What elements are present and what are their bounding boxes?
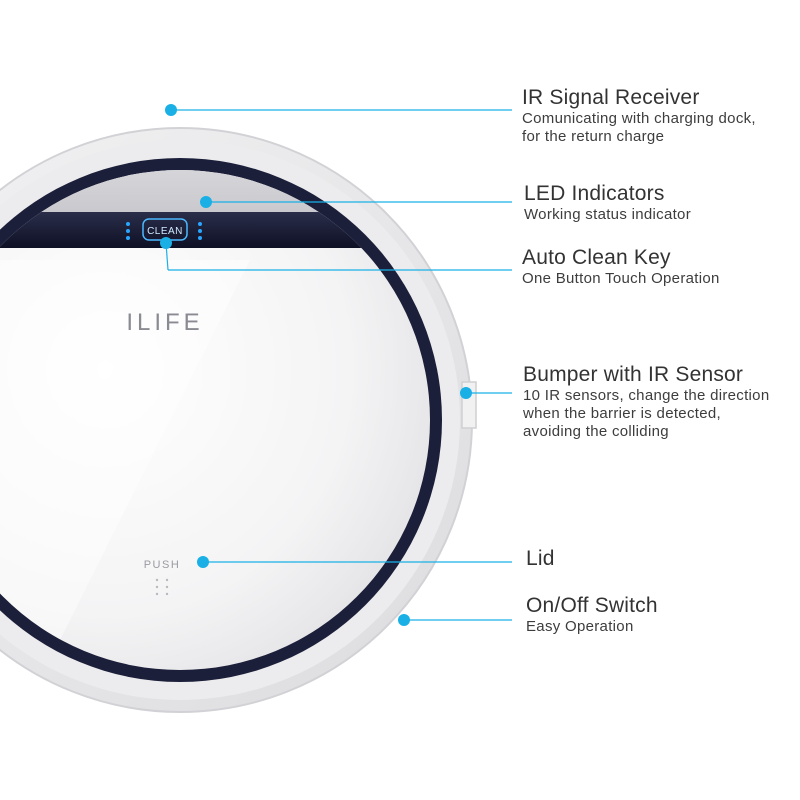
callout-ir-receiver: IR Signal Receiver Comunicating with cha… xyxy=(522,86,756,146)
callout-desc-line: avoiding the colliding xyxy=(523,423,669,440)
callout-desc-line: Working status indicator xyxy=(524,206,691,223)
callout-title: LED Indicators xyxy=(524,182,665,205)
callout-desc-line: 10 IR sensors, change the direction xyxy=(523,387,770,404)
callout-desc-line: Comunicating with charging dock, xyxy=(522,110,756,127)
callout-desc-line: for the return charge xyxy=(522,128,665,145)
led-indicator-dots xyxy=(126,222,202,240)
callout-desc-line: Easy Operation xyxy=(526,618,634,635)
callout-desc-line: One Button Touch Operation xyxy=(522,270,720,287)
callout-title: IR Signal Receiver xyxy=(522,86,700,109)
callout-auto-clean-key: Auto Clean Key One Button Touch Operatio… xyxy=(522,246,720,288)
brand-logo: ILIFE xyxy=(126,309,203,336)
clean-button-label: CLEAN xyxy=(147,226,183,237)
lid-surface xyxy=(0,170,430,670)
callout-title: Bumper with IR Sensor xyxy=(523,363,744,386)
callout-desc-line: when the barrier is detected, xyxy=(523,405,721,422)
callout-title: Lid xyxy=(526,547,555,570)
push-dots xyxy=(155,578,169,596)
callout-led-indicators: LED Indicators Working status indicator xyxy=(524,182,691,224)
bumper-notch xyxy=(461,381,477,429)
callout-title: Auto Clean Key xyxy=(522,246,671,269)
callout-bumper-sensor: Bumper with IR Sensor 10 IR sensors, cha… xyxy=(523,363,769,441)
push-label: PUSH xyxy=(144,559,181,571)
callout-on-off-switch: On/Off Switch Easy Operation xyxy=(526,594,658,636)
callout-title: On/Off Switch xyxy=(526,594,658,617)
callout-lid: Lid xyxy=(526,547,555,571)
